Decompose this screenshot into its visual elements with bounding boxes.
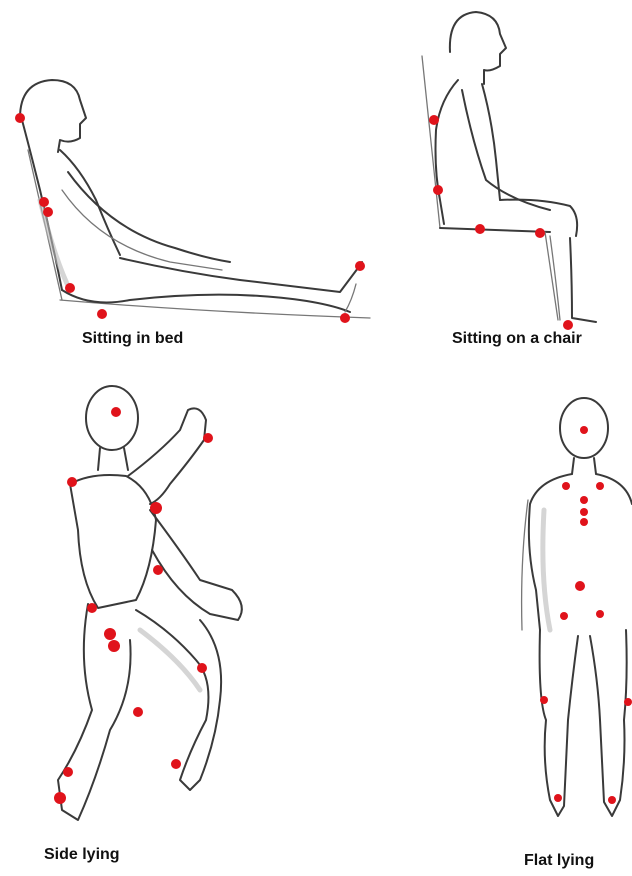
pressure-point-ischium bbox=[97, 309, 107, 319]
pressure-point-ischium bbox=[475, 224, 485, 234]
caption-flat-lying: Flat lying bbox=[524, 852, 594, 870]
figure-arm bbox=[462, 90, 550, 210]
pressure-point-toes bbox=[355, 261, 365, 271]
figure-head bbox=[20, 80, 86, 152]
pressure-point-elbow-left bbox=[540, 696, 548, 704]
figure-shading bbox=[140, 630, 200, 690]
pressure-point-knee-back bbox=[197, 663, 207, 673]
pressure-point-heel bbox=[54, 792, 66, 804]
pressure-point-trochanter bbox=[104, 628, 116, 640]
figure-leg-lower-outline bbox=[62, 290, 350, 312]
pressure-point-occiput bbox=[580, 426, 588, 434]
figure-torso-front bbox=[60, 150, 120, 255]
pressure-point-sacrum bbox=[575, 581, 585, 591]
figure-back bbox=[436, 80, 459, 224]
figure-right-leg bbox=[590, 630, 627, 816]
pressure-point-scapula-left bbox=[562, 482, 570, 490]
figure-head bbox=[86, 386, 138, 450]
figure-lower-arm bbox=[150, 510, 242, 620]
figure-torso-left bbox=[529, 474, 572, 630]
pressure-point-ankle-front bbox=[63, 767, 73, 777]
chair-seat bbox=[440, 228, 550, 232]
figure-torso bbox=[70, 475, 156, 608]
figure-foot bbox=[345, 284, 356, 312]
caption-sitting-on-chair: Sitting on a chair bbox=[452, 330, 582, 348]
pressure-point-scapula-right bbox=[596, 482, 604, 490]
pressure-point-heel bbox=[563, 320, 573, 330]
panel-sitting-in-bed: Sitting in bed bbox=[0, 0, 380, 365]
figure-neck bbox=[98, 448, 128, 470]
figure-arm bbox=[68, 172, 230, 262]
pressure-point-heel bbox=[340, 313, 350, 323]
figure-neck bbox=[572, 458, 596, 474]
figure-leg-upper-outline bbox=[120, 258, 362, 292]
figure-left-leg bbox=[540, 630, 578, 816]
pressure-point-thigh bbox=[535, 228, 545, 238]
pressure-point-heel-right bbox=[608, 796, 616, 804]
sitting-in-bed-sketch bbox=[0, 0, 380, 365]
side-lying-sketch bbox=[0, 380, 330, 876]
figure-shin bbox=[570, 238, 596, 322]
pressure-point-ribs bbox=[153, 565, 163, 575]
figure-head bbox=[450, 12, 506, 84]
pressure-point-elbow-right bbox=[624, 698, 632, 706]
panel-sitting-on-chair: Sitting on a chair bbox=[400, 0, 632, 365]
pressure-point-hand bbox=[203, 433, 213, 443]
pressure-point-sacrum bbox=[433, 185, 443, 195]
figure-raised-arm bbox=[128, 408, 206, 504]
pressure-point-buttock-right bbox=[596, 610, 604, 618]
sitting-on-chair-sketch bbox=[400, 0, 632, 365]
pressure-point-knee-front bbox=[133, 707, 143, 717]
caption-sitting-in-bed: Sitting in bed bbox=[82, 330, 183, 348]
pressure-point-trochanter-2 bbox=[108, 640, 120, 652]
caption-side-lying: Side lying bbox=[44, 846, 120, 864]
pressure-point-elbow bbox=[150, 502, 162, 514]
chair-backrest bbox=[422, 56, 440, 228]
pressure-point-occiput bbox=[15, 113, 25, 123]
pressure-point-spine-3 bbox=[580, 518, 588, 526]
figure-shading bbox=[543, 510, 550, 630]
pressure-point-hip bbox=[87, 603, 97, 613]
figure-front-leg bbox=[58, 604, 131, 820]
pressure-point-heel-left bbox=[554, 794, 562, 802]
panel-side-lying: Side lying bbox=[0, 380, 330, 876]
pressure-point-ear bbox=[111, 407, 121, 417]
figure-torso-front bbox=[482, 84, 500, 200]
pressure-point-scapula bbox=[39, 197, 49, 207]
flat-lying-sketch bbox=[480, 380, 632, 876]
pressure-point-scapula-2 bbox=[43, 207, 53, 217]
pressure-point-spine-2 bbox=[580, 508, 588, 516]
pressure-point-ankle-back bbox=[171, 759, 181, 769]
pressure-point-scapula bbox=[429, 115, 439, 125]
figure-arm-lower bbox=[62, 190, 222, 270]
pressure-point-sacrum bbox=[65, 283, 75, 293]
pressure-point-buttock-left bbox=[560, 612, 568, 620]
figure-left-arm bbox=[522, 500, 528, 630]
pressure-point-spine-1 bbox=[580, 496, 588, 504]
pressure-point-shoulder bbox=[67, 477, 77, 487]
panel-flat-lying: Flat lying bbox=[480, 380, 632, 876]
